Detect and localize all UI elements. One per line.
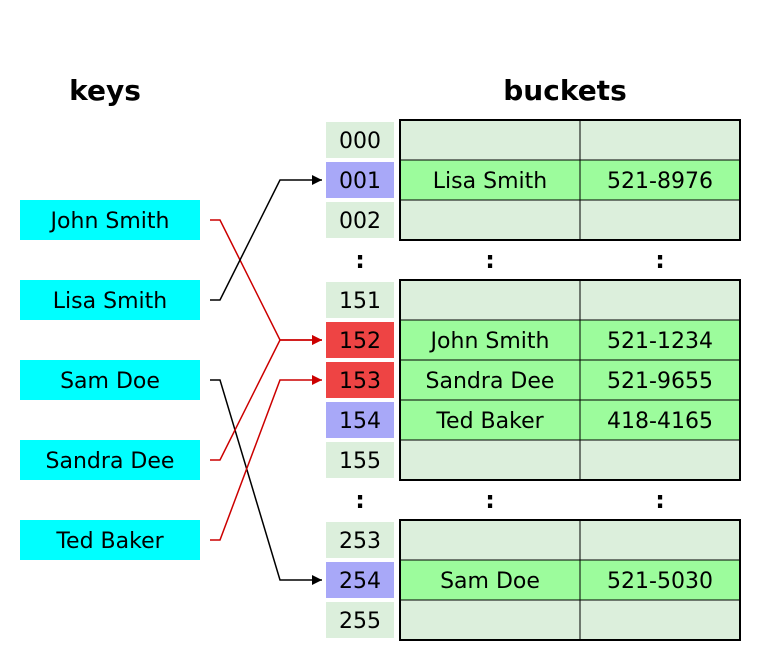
bucket-name-cell	[399, 399, 581, 441]
bucket-name-cell	[399, 279, 581, 321]
key-label: John Smith	[49, 209, 170, 234]
bucket-group-border	[399, 279, 741, 481]
index-label: 254	[339, 569, 381, 594]
bucket-name: Ted Baker	[435, 409, 544, 434]
index-label: 155	[339, 449, 381, 474]
ellipsis: :	[355, 246, 365, 274]
key-box	[20, 280, 200, 320]
ellipsis: :	[485, 246, 495, 274]
index-cell-002	[326, 202, 394, 238]
hash-arrow	[210, 335, 322, 461]
hash-arrow	[210, 219, 322, 345]
key-label: Ted Baker	[55, 529, 164, 554]
bucket-phone: 521-5030	[607, 569, 713, 594]
key-label: Sandra Dee	[46, 449, 175, 474]
bucket-name-cell	[399, 559, 581, 601]
index-cell-254	[326, 562, 394, 598]
index-label: 001	[339, 169, 381, 194]
ellipsis: :	[655, 246, 665, 274]
bucket-name-cell	[399, 519, 581, 561]
bucket-name: Lisa Smith	[433, 169, 547, 194]
index-cell-153	[326, 362, 394, 398]
index-cell-255	[326, 602, 394, 638]
bucket-phone: 418-4165	[607, 409, 713, 434]
key-box	[20, 200, 200, 240]
hash-arrow	[210, 379, 322, 585]
bucket-name-cell	[399, 119, 581, 161]
bucket-name-cell	[399, 159, 581, 201]
bucket-name: Sandra Dee	[426, 369, 555, 394]
ellipsis: :	[355, 486, 365, 514]
buckets-header: buckets	[503, 74, 626, 107]
index-cell-151	[326, 282, 394, 318]
bucket-name-cell	[399, 199, 581, 241]
bucket-name-cell	[399, 319, 581, 361]
index-label: 000	[339, 129, 381, 154]
bucket-phone-cell	[579, 559, 741, 601]
index-label: 151	[339, 289, 381, 314]
key-label: Sam Doe	[60, 369, 160, 394]
bucket-phone: 521-1234	[607, 329, 713, 354]
bucket-phone-cell	[579, 439, 741, 481]
bucket-group-border	[399, 519, 741, 641]
bucket-name: John Smith	[429, 329, 550, 354]
ellipsis: :	[485, 486, 495, 514]
bucket-phone-cell	[579, 279, 741, 321]
index-label: 255	[339, 609, 381, 634]
index-label: 152	[339, 329, 381, 354]
index-cell-155	[326, 442, 394, 478]
key-box	[20, 360, 200, 400]
index-label: 253	[339, 529, 381, 554]
bucket-phone-cell	[579, 199, 741, 241]
index-label: 154	[339, 409, 381, 434]
index-cell-001	[326, 162, 394, 198]
bucket-phone-cell	[579, 159, 741, 201]
index-cell-154	[326, 402, 394, 438]
key-label: Lisa Smith	[53, 289, 167, 314]
index-cell-000	[326, 122, 394, 158]
bucket-phone: 521-8976	[607, 169, 713, 194]
bucket-phone-cell	[579, 599, 741, 641]
index-column: 000 001 002 151 152 153 154 155 253 254 255	[326, 122, 394, 638]
bucket-name-cell	[399, 599, 581, 641]
bucket-name: Sam Doe	[440, 569, 540, 594]
hash-arrow	[210, 375, 322, 541]
bucket-phone-cell	[579, 119, 741, 161]
bucket-phone-cell	[579, 319, 741, 361]
ellipsis: :	[655, 486, 665, 514]
key-box	[20, 520, 200, 560]
bucket-group-border	[399, 119, 741, 241]
index-label: 002	[339, 209, 381, 234]
bucket-phone-cell	[579, 519, 741, 561]
bucket-phone-cell	[579, 399, 741, 441]
hash-arrow	[210, 175, 322, 301]
ellipsis-row: ::::::	[355, 246, 665, 514]
index-cell-253	[326, 522, 394, 558]
bucket-phone: 521-9655	[607, 369, 713, 394]
index-label: 153	[339, 369, 381, 394]
bucket-name-cell	[399, 439, 581, 481]
hash-mapping-lines	[210, 175, 322, 585]
index-cell-152	[326, 322, 394, 358]
keys-header: keys	[69, 74, 141, 107]
key-box	[20, 440, 200, 480]
